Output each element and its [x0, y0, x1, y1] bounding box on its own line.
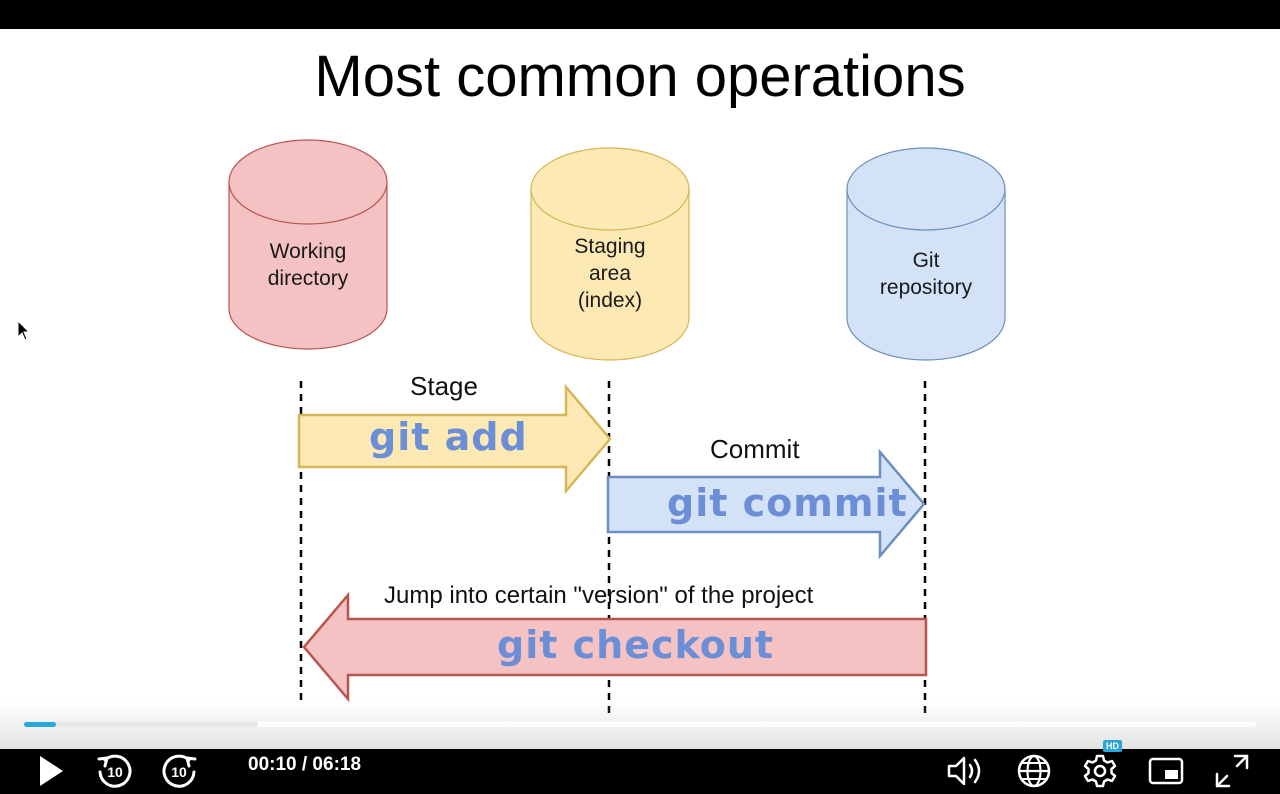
git-workflow-diagram — [228, 139, 1006, 713]
slide-title: Most common operations — [314, 44, 966, 109]
mouse-cursor-icon — [17, 320, 31, 341]
progress-bar[interactable] — [24, 722, 1256, 727]
staging-area-cylinder — [530, 147, 690, 361]
video-frame[interactable]: Most common operations — [0, 29, 1280, 749]
rewind-seconds-text: 10 — [107, 764, 123, 780]
git-commit-arrow — [606, 448, 926, 560]
rewind-10-icon: 10 — [97, 754, 132, 788]
settings-button[interactable] — [1078, 749, 1122, 793]
fullscreen-button[interactable] — [1210, 749, 1254, 793]
fullscreen-icon — [1215, 754, 1249, 788]
git-checkout-arrow — [302, 591, 928, 703]
language-button[interactable] — [1012, 749, 1056, 793]
picture-in-picture-icon — [1148, 757, 1184, 785]
progress-played — [24, 722, 56, 727]
globe-icon — [1017, 754, 1051, 788]
working-directory-cylinder — [228, 139, 388, 350]
forward-10-icon: 10 — [162, 754, 197, 788]
volume-button[interactable] — [944, 749, 990, 793]
checkout-description-label: Jump into certain "version" of the proje… — [384, 582, 814, 609]
play-button[interactable] — [28, 749, 72, 793]
settings-icon — [1083, 754, 1117, 788]
hd-badge: HD — [1103, 740, 1122, 752]
forward-seconds-text: 10 — [171, 764, 187, 780]
git-repository-label: Git repository — [879, 249, 973, 299]
play-icon — [40, 756, 63, 786]
git-repository-cylinder — [846, 147, 1006, 361]
git-commit-command: git commit — [667, 481, 908, 525]
volume-icon — [947, 756, 981, 786]
git-add-command: git add — [369, 415, 528, 459]
picture-in-picture-button[interactable] — [1144, 749, 1188, 793]
stage-label: Stage — [410, 371, 478, 401]
time-display: 00:10 / 06:18 — [248, 754, 362, 775]
rewind-10-button[interactable]: 10 — [92, 749, 136, 793]
forward-10-button[interactable]: 10 — [158, 749, 202, 793]
progress-buffered — [24, 722, 258, 727]
working-directory-label: Working directory — [267, 240, 349, 290]
git-add-arrow — [297, 383, 612, 495]
staging-area-label: Staging area (index) — [574, 235, 646, 312]
git-checkout-command: git checkout — [497, 623, 775, 667]
player-controls: 10 10 00:10 / 06:18 — [0, 749, 1280, 793]
commit-label: Commit — [710, 434, 800, 464]
